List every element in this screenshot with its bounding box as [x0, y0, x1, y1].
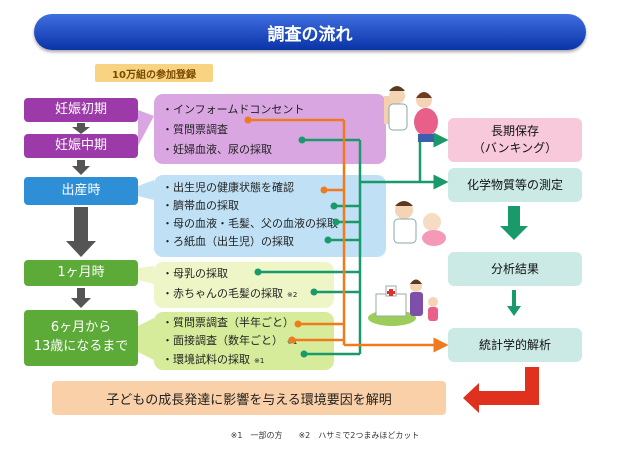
pointer-later [138, 318, 154, 360]
participation-tag: 10万組の参加登録 [95, 64, 213, 82]
item-baby-hair: ・赤ちゃんの毛髪の採取 [162, 287, 283, 300]
item-filter-paper-blood: ・ろ紙血（出生児）の採取 [162, 235, 294, 248]
down-arrow-3 [66, 207, 96, 257]
stage-one-month: 1ヶ月時 [24, 260, 138, 286]
line-dots [244, 116, 340, 358]
result-banner: 子どもの成長発達に影響を与える環境要因を解明 [52, 381, 446, 415]
arrow-stats-to-result [463, 367, 539, 413]
box-long-term-storage: 長期保存 （バンキング） [448, 118, 582, 162]
item-maternal-blood-urine: ・妊婦血液、尿の採取 [162, 143, 272, 156]
item-informed-consent: ・インフォームドコンセント [162, 103, 305, 116]
item-environment-samples: ・環境試料の採取 [162, 353, 250, 366]
item-parent-blood-hair: ・母の血液・毛髪、父の血液の採取 [162, 217, 338, 230]
note-mark-1b: ※1 [254, 357, 265, 365]
stage-birth: 出産時 [24, 177, 138, 205]
box-statistical-analysis: 統計学的解析 [448, 328, 582, 362]
stage-mid-pregnancy: 妊娠中期 [24, 134, 138, 158]
down-arrow-2 [72, 160, 90, 175]
item-interview: ・面接調査（数年ごと） [162, 334, 283, 347]
hospital-family-illustration [368, 279, 438, 326]
stage-arrows [66, 123, 96, 308]
orange-lines [248, 118, 449, 353]
panel-later: ・質問票調査（半年ごと） ・面接調査（数年ごと）※1 ・環境試料の採取※1 [154, 312, 334, 370]
panel-one-month: ・母乳の採取 ・赤ちゃんの毛髪の採取 ※2 [154, 262, 334, 308]
item-cord-blood: ・臍帯血の採取 [162, 199, 239, 212]
footnote: ※1 一部の方 ※2 ハサミで2つまみほどカット [230, 431, 420, 440]
panel-pregnancy: ・インフォームドコンセント ・質問票調査 ・妊婦血液、尿の採取 [154, 94, 386, 164]
down-arrow-4 [71, 288, 91, 308]
doctor-pregnant-illustration [384, 86, 438, 142]
box-analysis-results: 分析結果 [448, 252, 582, 286]
down-arrow-1 [72, 123, 90, 134]
item-questionnaire: ・質問票調査 [162, 123, 228, 136]
pointer-birth [138, 180, 154, 200]
box-chemical-measurement: 化学物質等の測定 [448, 168, 582, 202]
arrow-measure-to-results [500, 206, 528, 240]
arrow-results-to-stats [507, 290, 521, 316]
doctor-baby-illustration [393, 201, 446, 246]
stage-early-pregnancy: 妊娠初期 [24, 98, 138, 122]
pointer-one-month [138, 266, 154, 284]
item-newborn-health: ・出生児の健康状態を確認 [162, 181, 294, 194]
item-questionnaire-half-year: ・質問票調査（半年ごと） [162, 316, 294, 329]
green-lines [258, 132, 449, 356]
stage-six-months-to-13: 6ヶ月から 13歳になるまで [24, 310, 138, 366]
pointer-pregnancy [138, 110, 154, 146]
diagram-title: 調査の流れ [34, 14, 586, 50]
item-breast-milk: ・母乳の採取 [162, 267, 228, 280]
panel-birth: ・出生児の健康状態を確認 ・臍帯血の採取 ・母の血液・毛髪、父の血液の採取 ・ろ… [154, 175, 386, 257]
note-mark-2: ※2 [287, 291, 298, 299]
